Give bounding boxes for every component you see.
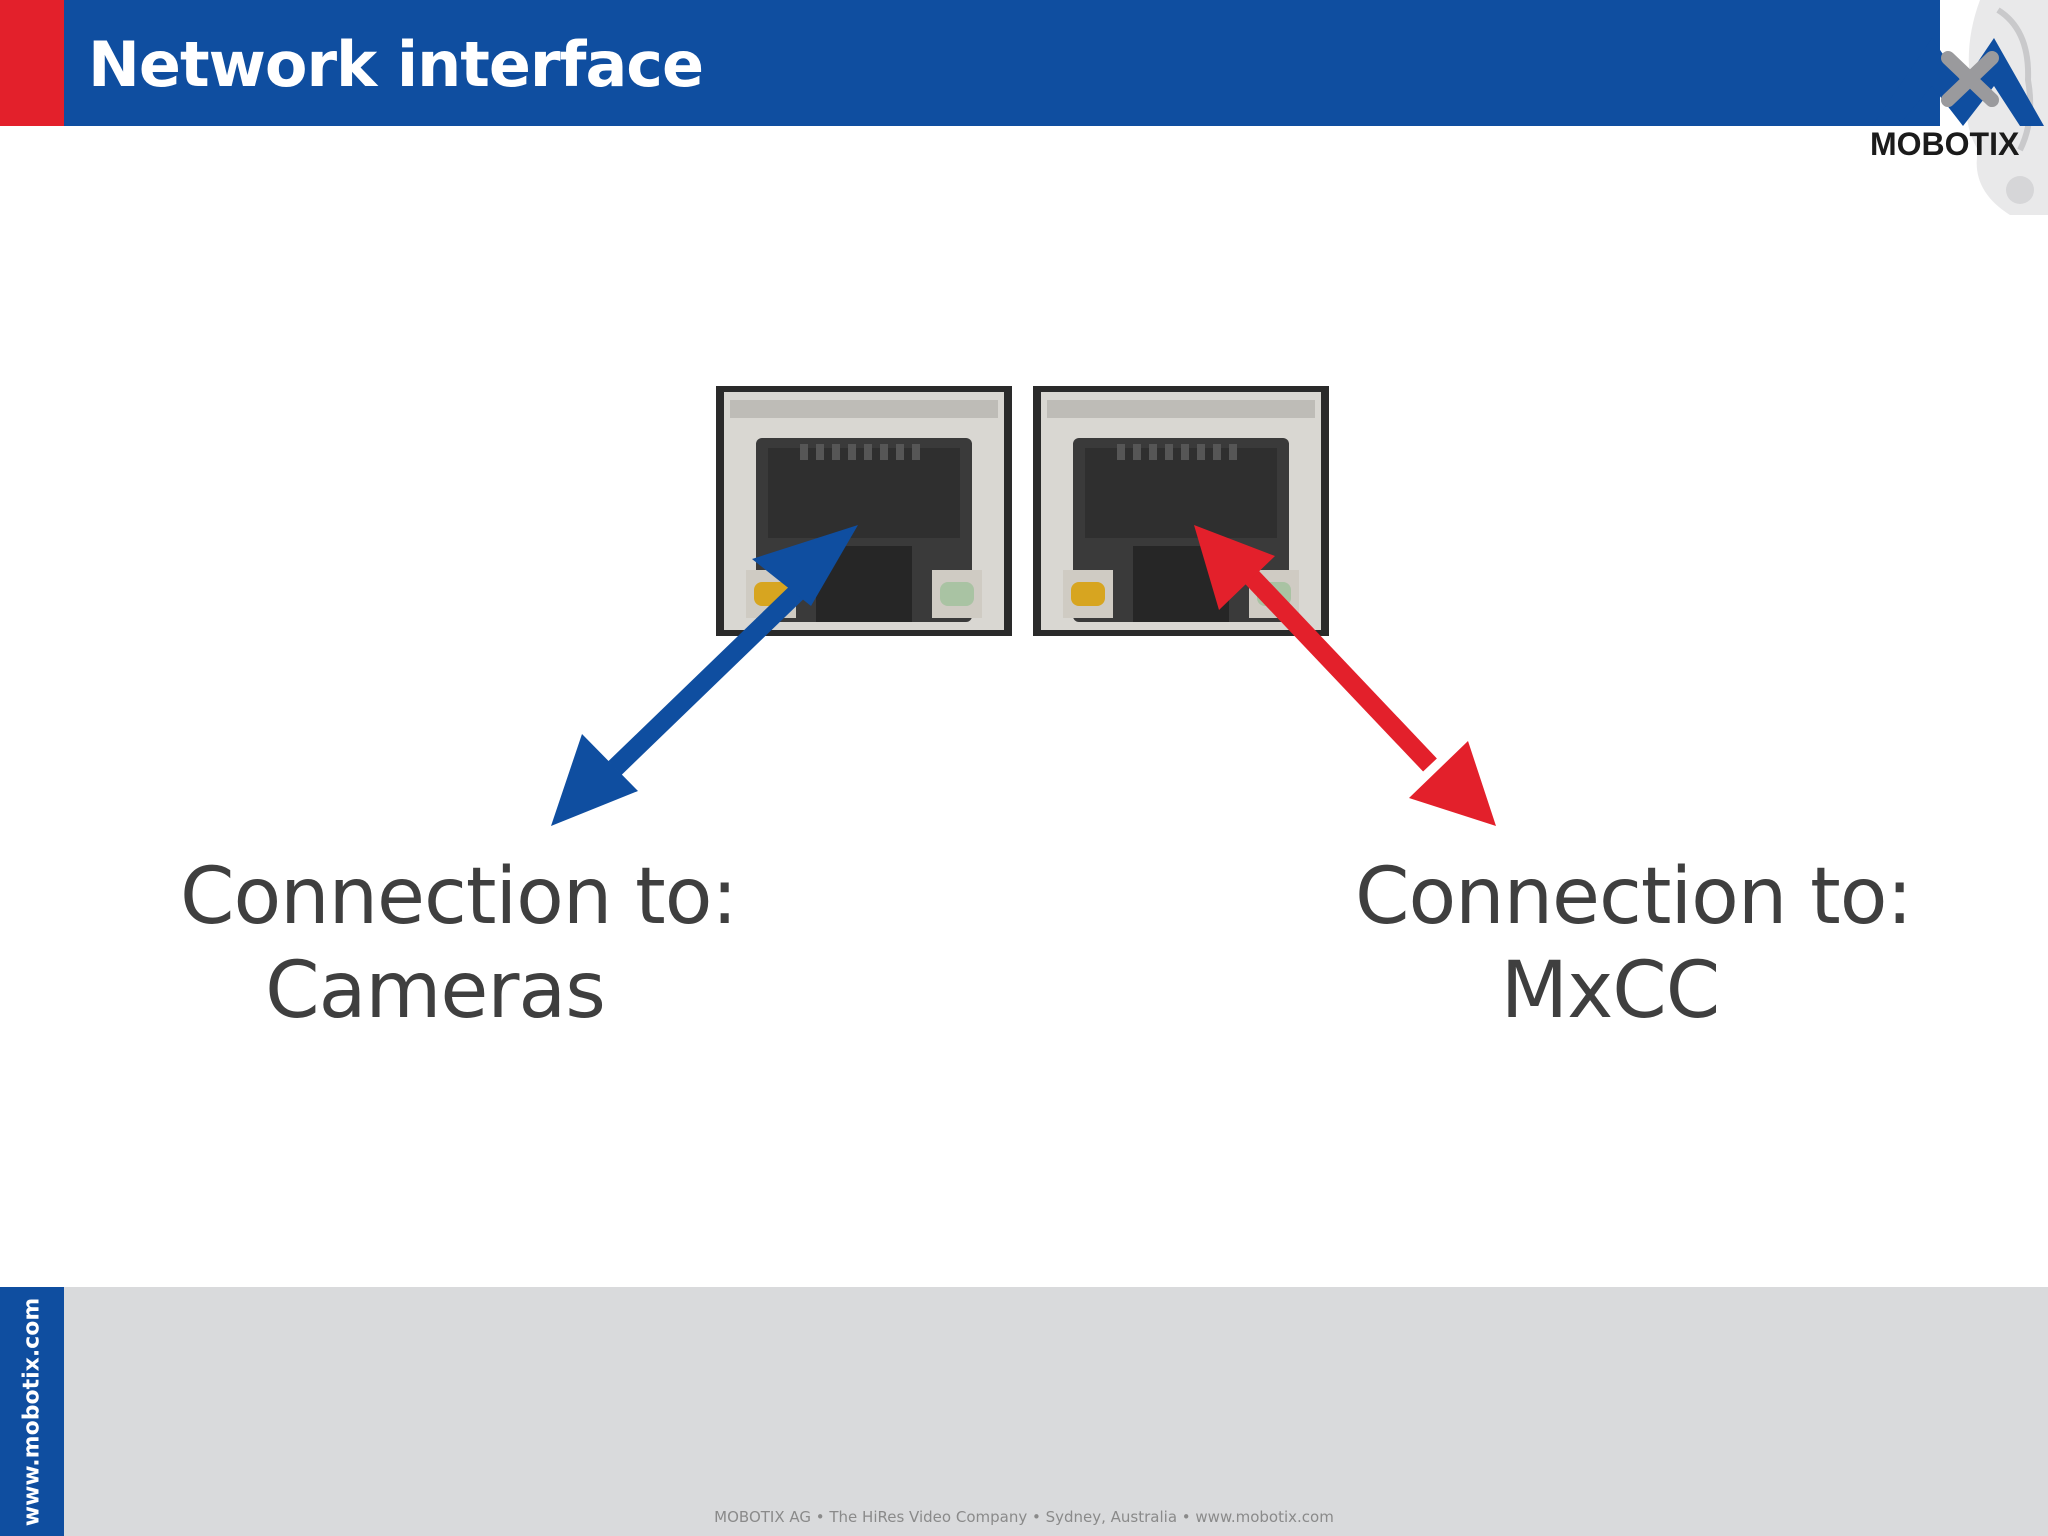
footer-credit: MOBOTIX AG • The HiRes Video Company • S…: [714, 1508, 1334, 1526]
arrow-mxcc: [1194, 525, 1496, 826]
connection-target: MxCC: [1500, 946, 1720, 1036]
connection-target: Cameras: [265, 946, 606, 1036]
connection-label-cameras: Connection to: Cameras: [180, 850, 738, 1038]
footer-band: [64, 1287, 2048, 1536]
footer-side-url: www.mobotix.com: [19, 1297, 45, 1527]
connection-prefix: Connection to:: [1355, 852, 1913, 942]
footer-side-bar: [0, 1287, 64, 1536]
mobotix-logo: [1872, 0, 2048, 215]
slide-title: Network interface: [88, 28, 704, 101]
logo-wordmark: MOBOTIX: [1870, 126, 2020, 162]
header-accent: [0, 0, 64, 126]
connection-label-mxcc: Connection to: MxCC: [1355, 850, 1913, 1038]
connection-prefix: Connection to:: [180, 852, 738, 942]
arrow-cameras: [551, 525, 858, 826]
header-bar: [0, 0, 1940, 126]
